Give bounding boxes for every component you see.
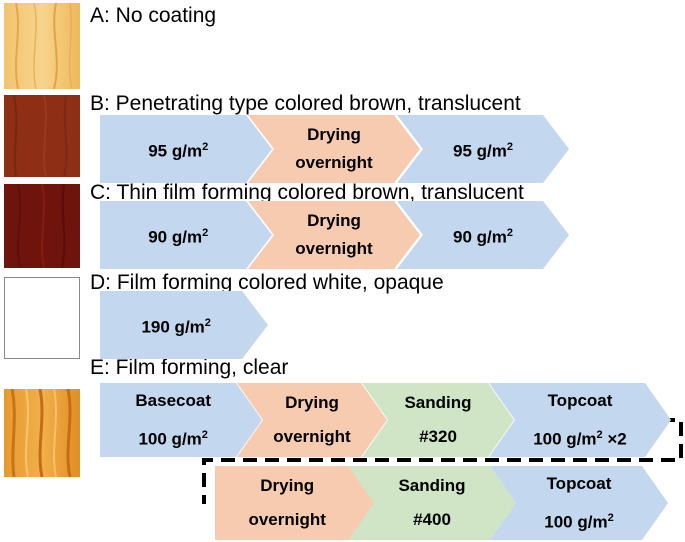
row-e-step-2-shape [237,383,387,457]
row-c-step-2-shape [248,201,420,269]
row-b-label: B: Penetrating type colored brown, trans… [90,92,521,115]
row-c-step-1: 90 g/m2 [100,201,272,269]
row-b-step-2: Drying overnight [248,115,420,183]
row-e-step-4: Topcoat 100 g/m2 ×2 [489,383,671,457]
row-d-step-1-line1: 190 g/m2 [141,316,211,337]
swatch-b-penetrating-brown [4,94,80,178]
row-e-repeat-step-1: Drying overnight [215,466,375,540]
row-b-step-1: 95 g/m2 [100,115,272,183]
swatch-a-no-coating [4,2,80,90]
row-e-repeat-step-3-line1: Topcoat [546,473,612,493]
row-b-step-3: 95 g/m2 [397,115,569,183]
row-c-label: C: Thin film forming colored brown, tran… [90,181,524,204]
row-c-step-2-line2: overnight [295,239,373,258]
row-e-step-1: Basecoat 100 g/m2 [100,383,262,457]
row-e-step-1-line2: 100 g/m2 [138,428,208,449]
row-e-repeat-step-3-line2: 100 g/m2 [544,511,614,532]
row-b-step-1-line1: 95 g/m2 [148,140,209,161]
row-c-step-3: 90 g/m2 [397,201,569,269]
row-b-step-2-line1: Drying [307,125,361,144]
repeat-bracket [202,418,683,504]
row-b-step-1-shape [100,115,272,183]
row-e-label: E: Film forming, clear [90,356,289,379]
row-e-step-2-line2: overnight [273,427,351,446]
row-b-step-2-line2: overnight [295,153,373,172]
row-e-step-2: Drying overnight [237,383,387,457]
row-d-label: D: Film forming colored white, opaque [90,271,444,294]
row-b-step-3-shape [397,115,569,183]
row-c-step-1-shape [100,201,272,269]
row-c-step-2: Drying overnight [248,201,420,269]
row-c-step-3-line1: 90 g/m2 [453,226,513,247]
row-e-repeat-step-2-line1: Sanding [398,476,466,495]
row-e-repeat-step-3: Topcoat 100 g/m2 [490,466,668,540]
row-e-step-3: Sanding #320 [362,383,514,457]
row-e-repeat-step-2-line2: #400 [413,510,451,529]
row-e-step-3-line1: Sanding [404,393,472,412]
row-e-step-3-line2: #320 [419,427,457,446]
row-c-step-2-line1: Drying [307,211,361,230]
swatch-e-clear [4,388,80,478]
row-e-repeat-step-1-line1: Drying [260,476,315,495]
row-e-step-3-shape [362,383,514,457]
row-e-repeat-step-1-shape [215,466,375,540]
row-e-step-1-shape [100,383,262,457]
row-e-repeat-step-3-shape [490,466,668,540]
row-e-step-4-shape [489,383,671,457]
row-e-repeat-step-2-shape [348,466,516,540]
row-e-repeat-step-1-line2: overnight [248,510,326,529]
row-b-step-3-line1: 95 g/m2 [453,140,513,161]
row-c-step-3-shape [397,201,569,269]
row-b-step-2-shape [248,115,420,183]
row-e-step-4-line2: 100 g/m2 ×2 [533,428,627,449]
swatch-d-white-opaque [4,277,80,359]
row-e-step-4-line1: Topcoat [547,390,613,410]
row-c-step-1-line1: 90 g/m2 [148,226,209,247]
row-d-step-1: 190 g/m2 [100,291,268,359]
row-d-step-1-shape [100,291,268,359]
swatch-c-thin-film-brown [4,183,80,269]
row-e-step-2-line1: Drying [285,393,339,412]
row-a-label: A: No coating [90,4,217,27]
row-e-step-1-line1: Basecoat [135,390,211,410]
row-e-repeat-step-2: Sanding #400 [348,466,516,540]
